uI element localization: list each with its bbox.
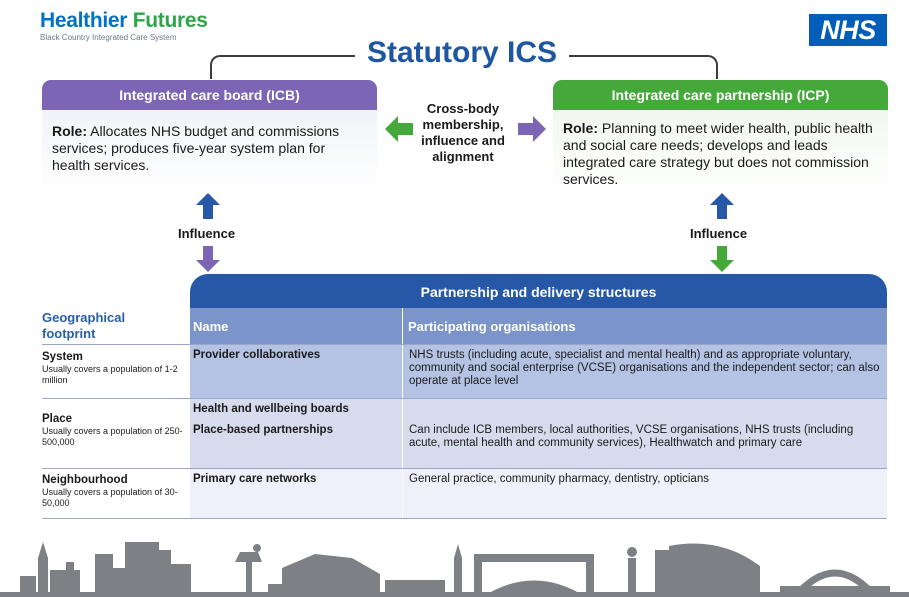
- icb-role: Role: Allocates NHS budget and commissio…: [42, 110, 377, 174]
- table-row: Provider collaboratives NHS trusts (incl…: [190, 344, 887, 398]
- footprint-place: Place Usually covers a population of 250…: [42, 412, 187, 448]
- brand-title: Healthier Futures: [40, 10, 208, 32]
- nhs-logo: NHS: [809, 14, 887, 46]
- ics-title: Statutory ICS: [355, 36, 570, 70]
- row-name: Health and wellbeing boards: [193, 403, 349, 415]
- brand-word-1: Healthier: [40, 9, 128, 32]
- brand-subtitle: Black Country Integrated Care System: [40, 33, 177, 42]
- footprint-system: System Usually covers a population of 1-…: [42, 350, 187, 386]
- icp-title: Integrated care partnership (ICP): [553, 80, 888, 110]
- footprint-desc: Usually covers a population of 250-500,0…: [42, 426, 183, 447]
- footprint-desc: Usually covers a population of 30-50,000: [42, 487, 178, 508]
- geo-header-line: Geographical: [42, 310, 126, 325]
- row-orgs: NHS trusts (including acute, specialist …: [402, 344, 887, 398]
- arrow-up-blue-icon: [710, 193, 734, 219]
- icb-role-label: Role:: [52, 123, 87, 139]
- icb-box: Integrated care board (ICB) Role: Alloca…: [42, 80, 377, 195]
- arrow-down-green-icon: [710, 246, 734, 272]
- row-orgs: Can include ICB members, local authoriti…: [402, 419, 887, 468]
- arrow-left-green-icon: [385, 116, 413, 142]
- icp-role-label: Role:: [563, 120, 598, 136]
- row-name: Place-based partnerships: [193, 424, 333, 436]
- partnership-column-headers: Name Participating organisations: [190, 308, 887, 344]
- cross-body-line: alignment: [432, 149, 494, 164]
- icp-box: Integrated care partnership (ICP) Role: …: [553, 80, 888, 195]
- geo-footprint-header: Geographical footprint: [42, 310, 125, 342]
- footprint-neighbourhood: Neighbourhood Usually covers a populatio…: [42, 473, 187, 509]
- divider: [42, 468, 887, 469]
- table-row: Place-based partnerships Can include ICB…: [190, 419, 887, 468]
- icb-role-text: Allocates NHS budget and commissions ser…: [52, 123, 340, 173]
- column-header-orgs: Participating organisations: [402, 308, 887, 344]
- cross-body-label: Cross-body membership, influence and ali…: [408, 101, 518, 165]
- column-header-name: Name: [193, 319, 229, 334]
- geo-header-line: footprint: [42, 326, 96, 341]
- row-orgs: General practice, community pharmacy, de…: [402, 468, 887, 518]
- row-orgs: [402, 398, 887, 419]
- influence-label-right: Influence: [690, 226, 748, 241]
- divider: [42, 398, 887, 399]
- footprint-title: Place: [42, 413, 73, 425]
- row-name: Primary care networks: [193, 473, 317, 485]
- arrow-up-blue-icon: [196, 193, 220, 219]
- cross-body-line: influence and: [421, 133, 505, 148]
- cross-body-line: Cross-body: [426, 101, 500, 116]
- footprint-desc: Usually covers a population of 1-2 milli…: [42, 364, 178, 385]
- table-row: Health and wellbeing boards: [190, 398, 887, 419]
- icb-title: Integrated care board (ICB): [42, 80, 377, 110]
- divider: [42, 518, 887, 519]
- cross-body-line: membership,: [422, 117, 504, 132]
- influence-label-left: Influence: [178, 226, 236, 241]
- brand-logo: Healthier Futures Black Country Integrat…: [40, 10, 208, 43]
- arrow-right-purple-icon: [518, 116, 546, 142]
- divider: [42, 344, 887, 345]
- arrow-down-purple-icon: [196, 246, 220, 272]
- icp-role: Role: Planning to meet wider health, pub…: [553, 110, 888, 188]
- skyline-illustration: [0, 542, 909, 597]
- table-row: Primary care networks General practice, …: [190, 468, 887, 518]
- footprint-title: Neighbourhood: [42, 474, 128, 486]
- icp-role-text: Planning to meet wider health, public he…: [563, 120, 873, 187]
- row-name: Provider collaboratives: [193, 349, 321, 361]
- footprint-title: System: [42, 351, 83, 363]
- brand-word-2: Futures: [132, 9, 208, 32]
- partnership-title: Partnership and delivery structures: [190, 274, 887, 308]
